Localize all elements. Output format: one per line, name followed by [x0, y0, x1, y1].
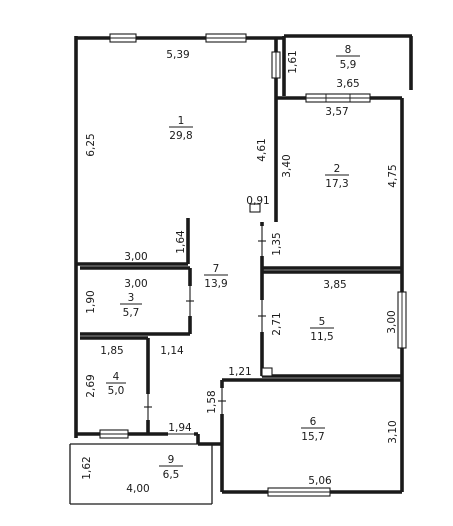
dim-room1-bottom: 3,00 [124, 251, 147, 263]
room8-area: 5,9 [340, 59, 357, 71]
markers [249, 203, 273, 377]
dim-room9-left: 1,62 [81, 456, 93, 479]
door-room4 [144, 394, 152, 420]
room4-area: 5,0 [108, 385, 125, 397]
window-room5-right [397, 291, 407, 349]
room-labels: 1 29,8 2 17,3 3 5,7 4 5,0 5 11,5 6 15,7 … [106, 44, 360, 481]
dim-room2-top: 3,57 [325, 106, 348, 118]
dim-room4-top: 1,85 [100, 345, 123, 357]
dim-room3-left: 1,90 [85, 290, 97, 313]
dim-room5-right: 3,00 [386, 310, 398, 333]
dim-room9-bottom: 4,00 [126, 483, 149, 495]
room3-area: 5,7 [123, 307, 140, 319]
room8-number: 8 [345, 44, 352, 56]
room5-area: 11,5 [310, 331, 333, 343]
dim-room8-bottom: 3,65 [336, 78, 359, 90]
dim-room3-top: 3,00 [124, 278, 147, 290]
window-room4-bottom [99, 429, 129, 439]
dim-room6-bottom: 5,06 [308, 475, 332, 487]
room4-number: 4 [113, 371, 120, 383]
window-room2-top [305, 93, 371, 103]
dim-corr-158: 1,58 [206, 390, 218, 413]
dim-corr-121: 1,21 [228, 366, 251, 378]
doors [144, 226, 266, 438]
dim-marker-091: 0,91 [246, 195, 269, 207]
room6-area: 15,7 [301, 431, 324, 443]
dim-room1-partition: 1,64 [175, 230, 187, 254]
room7-area: 13,9 [204, 278, 227, 290]
column-marker-091 [249, 203, 261, 213]
dim-corr-114: 1,14 [160, 345, 184, 357]
door-room2 [258, 226, 266, 256]
dim-room5-left: 2,71 [271, 312, 283, 335]
dim-room4-left: 2,69 [85, 374, 97, 397]
dim-room4-bottom: 1,94 [168, 422, 192, 434]
dimensions: 5,39 3,65 3,57 0,91 3,00 3,00 3,85 1,85 … [81, 49, 399, 495]
dim-room6-right: 3,10 [387, 420, 399, 443]
dim-corr-135: 1,35 [271, 232, 283, 255]
room6-number: 6 [310, 416, 317, 428]
window-room1-top-right [205, 33, 247, 43]
dim-room2-left: 3,40 [281, 154, 293, 177]
window-room1-top-left [109, 33, 137, 43]
room3-number: 3 [128, 292, 135, 304]
room7-number: 7 [213, 263, 220, 275]
window-room6-bottom [267, 487, 331, 497]
room1-number: 1 [178, 115, 185, 127]
dim-room1-top: 5,39 [166, 49, 189, 61]
window-room1-right [271, 51, 281, 79]
door-room5 [258, 300, 266, 332]
windows [99, 33, 407, 497]
door-room6 [218, 388, 226, 414]
dim-room1-right: 4,61 [256, 138, 268, 161]
dim-room2-right: 4,75 [387, 164, 399, 187]
room9-number: 9 [168, 454, 175, 466]
room1-area: 29,8 [169, 130, 192, 142]
room9-area: 6,5 [163, 469, 180, 481]
column-marker-121 [261, 367, 273, 377]
dim-room1-left: 6,25 [85, 133, 97, 156]
room2-area: 17,3 [325, 178, 348, 190]
door-room3 [186, 286, 194, 316]
door-room9 [168, 430, 194, 438]
dim-gap-161: 1,61 [287, 50, 299, 73]
room5-number: 5 [319, 316, 326, 328]
room2-number: 2 [334, 163, 341, 175]
dim-room5-top: 3,85 [323, 279, 346, 291]
